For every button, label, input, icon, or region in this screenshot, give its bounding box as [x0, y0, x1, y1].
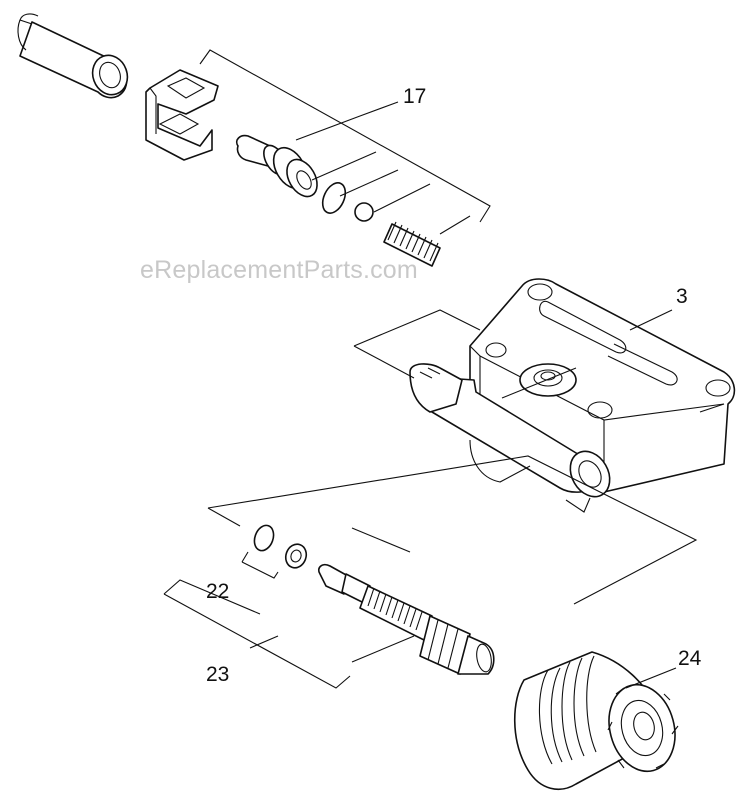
callout-label-17: 17 [403, 85, 427, 108]
callout-3-leader [353, 309, 673, 379]
nozzle-cap [513, 651, 679, 791]
o-ring-upper [321, 182, 347, 214]
callout-label-23: 23 [206, 663, 230, 686]
mounting-bracket [145, 69, 219, 161]
pump-head-manifold [409, 278, 736, 513]
nozzle-insert [317, 563, 495, 675]
callout-23-leader [163, 579, 415, 689]
seal-washer [284, 543, 308, 569]
callout-17-leader [199, 49, 491, 235]
callout-24-leader [625, 667, 677, 689]
callout-label-22: 22 [206, 580, 230, 603]
callout-label-24: 24 [678, 647, 702, 670]
callout-label-3: 3 [676, 285, 688, 308]
valve-spring [383, 221, 441, 267]
valve-fitting [235, 134, 318, 198]
hose-sleeve [17, 13, 129, 99]
o-ring-lower [253, 524, 275, 552]
check-ball [354, 202, 374, 222]
watermark-text: eReplacementParts.com [140, 256, 418, 284]
callout-22-leader [241, 551, 279, 579]
assembly-group-outline [207, 455, 698, 605]
